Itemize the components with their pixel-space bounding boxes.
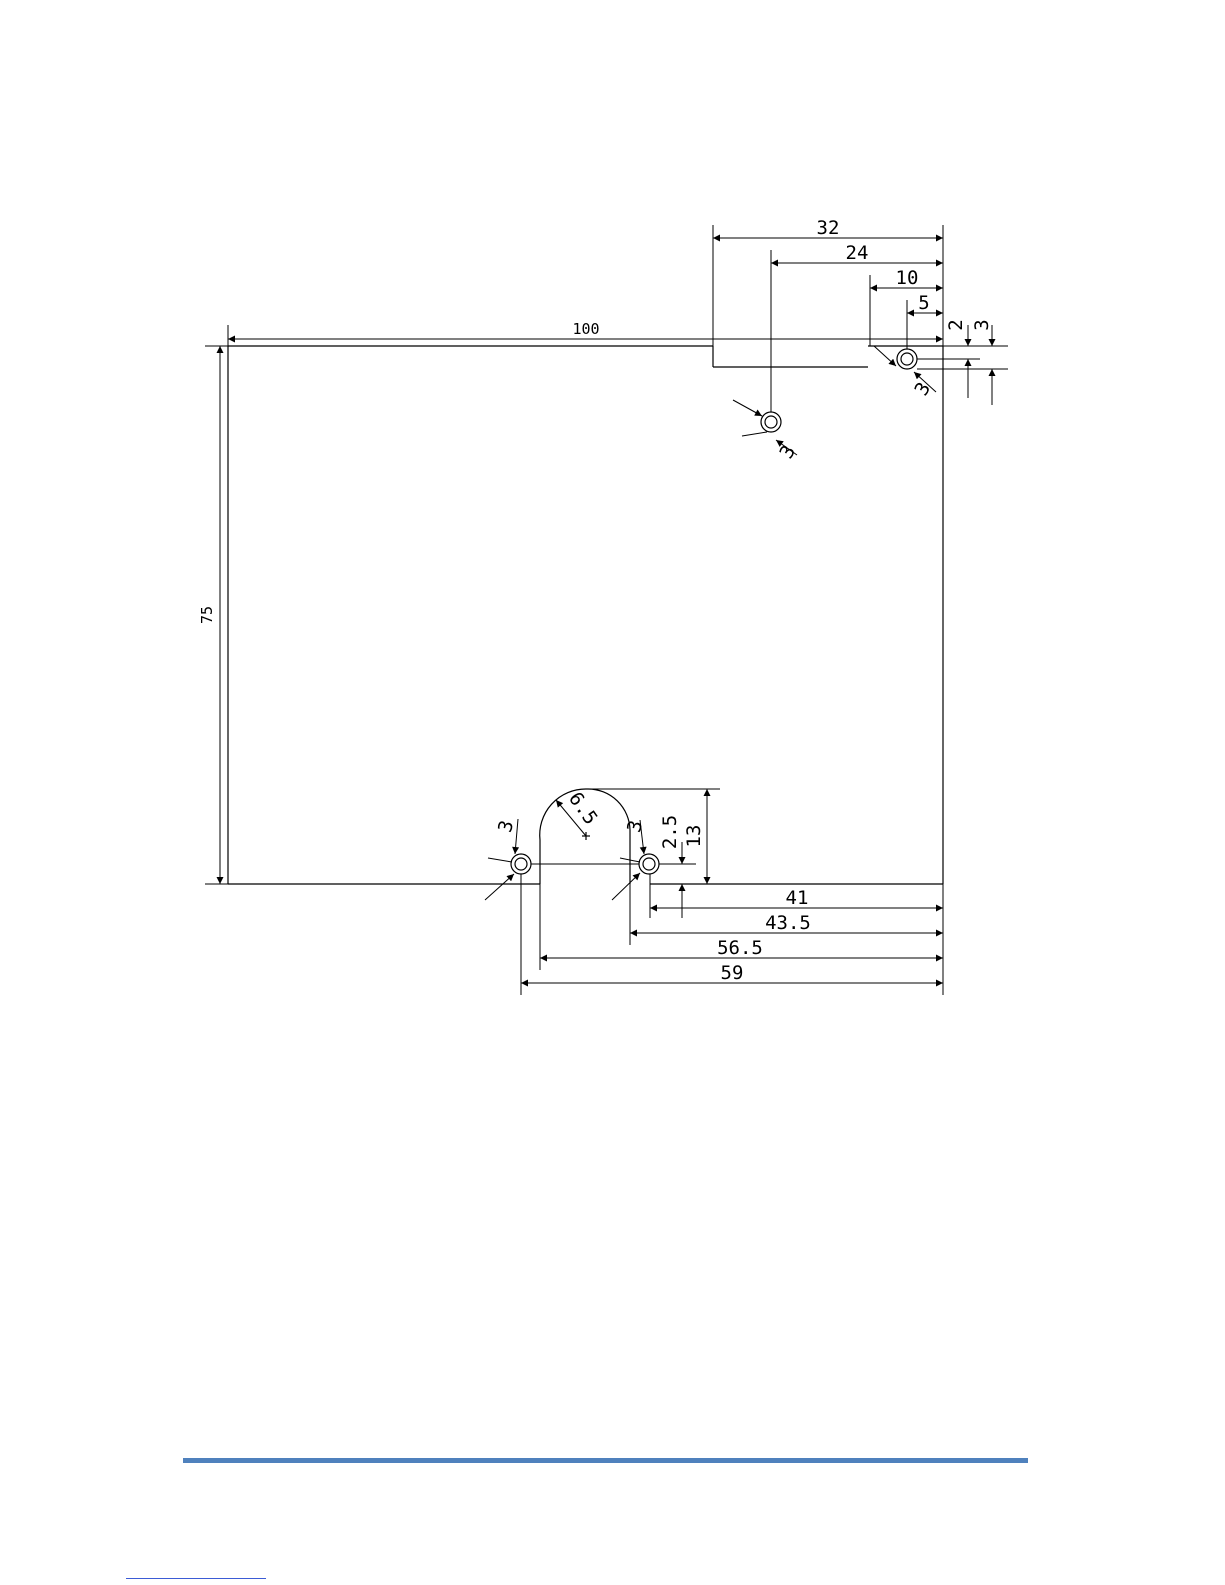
dim-59: 59 bbox=[721, 962, 744, 984]
dim-hole-top-right: 3 bbox=[910, 379, 935, 400]
dim-24: 24 bbox=[846, 242, 869, 264]
dim-offset-2-5: 2.5 bbox=[659, 815, 681, 849]
dim-radius: 6.5 bbox=[564, 788, 602, 829]
dim-right-3: 3 bbox=[971, 319, 993, 330]
footer-link-underline bbox=[126, 1578, 266, 1579]
dim-hole-bottom-mid: 3 bbox=[623, 818, 647, 835]
extension-lines bbox=[205, 225, 1008, 995]
dim-5: 5 bbox=[918, 292, 929, 314]
dim-hole-middle: 3 bbox=[775, 442, 800, 463]
dim-10: 10 bbox=[896, 267, 919, 289]
dim-width-100: 100 bbox=[572, 320, 599, 338]
footer-rule bbox=[183, 1458, 1028, 1463]
dim-hole-bottom-left: 3 bbox=[494, 818, 518, 835]
dimension-lines bbox=[220, 238, 992, 983]
hole-middle bbox=[761, 412, 781, 432]
hole-bottom-mid bbox=[639, 854, 659, 874]
dim-height-13: 13 bbox=[683, 825, 705, 848]
dim-32: 32 bbox=[817, 217, 840, 239]
dimension-labels: 100 75 32 24 10 5 2 3 3 3 3 3 6.5 2.5 13… bbox=[198, 217, 993, 984]
dim-41: 41 bbox=[786, 887, 809, 909]
dim-56-5: 56.5 bbox=[717, 937, 763, 959]
dim-right-2: 2 bbox=[945, 319, 967, 330]
hole-bottom-left bbox=[511, 854, 531, 874]
dim-height-75: 75 bbox=[198, 606, 216, 624]
dim-43-5: 43.5 bbox=[765, 912, 811, 934]
hole-top-right bbox=[897, 349, 917, 369]
